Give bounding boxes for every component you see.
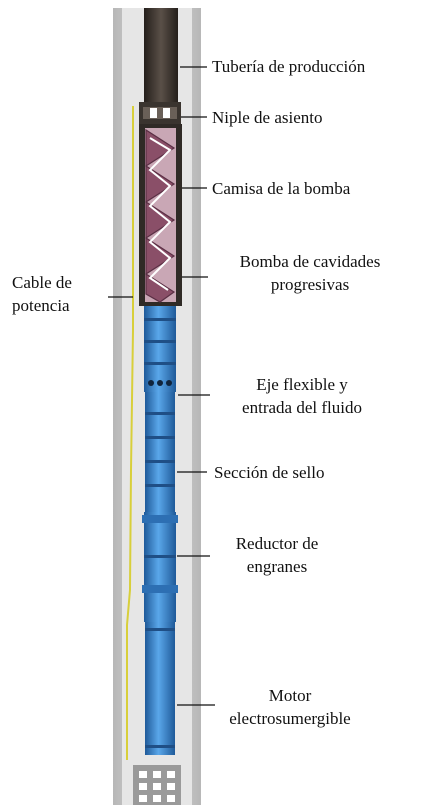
shaft-joint — [144, 318, 176, 321]
seating-nipple-window — [163, 108, 170, 118]
seal-section — [145, 392, 175, 512]
shaft-joint — [144, 362, 176, 365]
label-bomba: Bomba de cavidades progresivas — [210, 250, 410, 296]
shaft-joint — [144, 340, 176, 343]
production-tubing — [144, 8, 178, 104]
seal-ring — [145, 436, 175, 439]
label-cable-line1: Cable de — [12, 273, 72, 292]
power-cable — [126, 106, 134, 760]
leader-lines — [108, 66, 215, 706]
gear-reducer — [144, 512, 176, 622]
label-motor: Motor electrosumergible — [215, 684, 365, 730]
label-eje-line1: Eje flexible y — [256, 375, 348, 394]
label-bomba-line2: progresivas — [270, 275, 350, 294]
label-bomba-line1: Bomba de cavidades — [239, 252, 381, 271]
label-sello: Sección de sello — [214, 463, 325, 482]
electric-submersible-motor — [145, 622, 175, 755]
intake-port — [148, 380, 154, 386]
seating-nipple-band — [143, 107, 177, 119]
label-cable-line2: potencia — [12, 296, 70, 315]
label-reductor-line1: Reductor de — [235, 534, 319, 553]
label-cable: Cable de potencia — [12, 271, 72, 317]
intake-port — [166, 380, 172, 386]
reducer-ring — [144, 555, 176, 558]
seating-nipple-window — [150, 108, 157, 118]
pump-rotor-highlight — [148, 137, 172, 291]
motor-ring — [145, 745, 175, 748]
motor-ring — [145, 628, 175, 631]
label-tuberia: Tubería de producción — [212, 57, 366, 76]
label-eje: Eje flexible y entrada del fluido — [212, 373, 392, 419]
seal-ring — [145, 484, 175, 487]
seal-ring — [145, 412, 175, 415]
seal-ring — [145, 460, 175, 463]
label-camisa: Camisa de la bomba — [212, 179, 351, 198]
label-motor-line1: Motor — [268, 686, 312, 705]
label-reductor: Reductor de engranes — [212, 532, 342, 578]
reducer-collar — [142, 585, 178, 593]
label-niple: Niple de asiento — [212, 108, 323, 127]
reducer-collar — [142, 515, 178, 523]
label-motor-line2: electrosumergible — [229, 709, 351, 728]
label-reductor-line2: engranes — [246, 557, 308, 576]
bottom-plate-holes — [139, 771, 175, 802]
label-eje-line2: entrada del fluido — [242, 398, 362, 417]
intake-port — [157, 380, 163, 386]
